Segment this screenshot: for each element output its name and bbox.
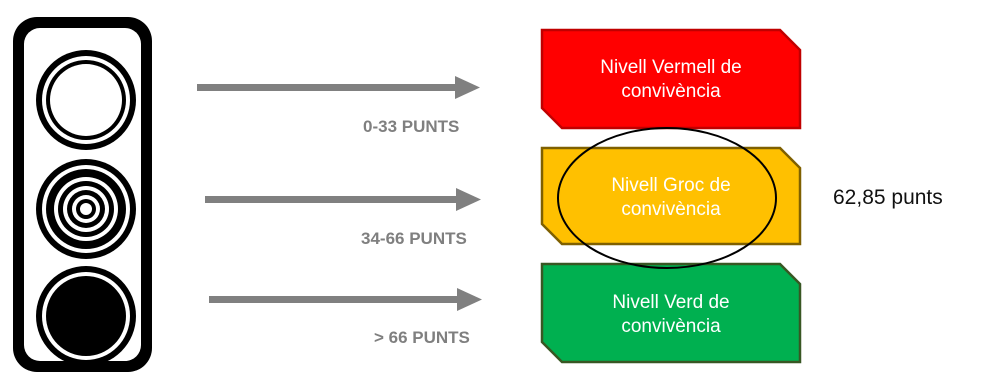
level-box-red xyxy=(540,28,802,130)
level-red-label: Nivell Vermell de convivència xyxy=(542,56,800,104)
score-value: 62,85 punts xyxy=(833,186,943,209)
level-box-green xyxy=(540,262,802,364)
range-label-green: > 66 PUNTS xyxy=(374,328,470,347)
level-yellow-line1: Nivell Groc de xyxy=(611,175,731,196)
filled-light-icon xyxy=(36,266,136,366)
level-box-yellow xyxy=(540,146,802,246)
level-red-line1: Nivell Vermell de xyxy=(600,57,742,78)
empty-light-icon xyxy=(36,50,136,150)
level-green-line1: Nivell Verd de xyxy=(612,292,730,313)
arrow-to-green-icon xyxy=(209,288,482,311)
level-red-line2: convivència xyxy=(621,81,721,102)
range-label-red: 0-33 PUNTS xyxy=(363,117,460,136)
level-yellow-label: Nivell Groc de convivència xyxy=(542,174,800,222)
arrow-to-yellow-icon xyxy=(205,188,481,211)
concentric-rings-light-icon xyxy=(36,159,136,259)
level-green-line2: convivència xyxy=(621,316,721,337)
highlight-ellipse xyxy=(557,127,777,269)
range-label-yellow: 34-66 PUNTS xyxy=(361,229,467,248)
level-yellow-line2: convivència xyxy=(621,199,721,220)
arrow-to-red-icon xyxy=(197,76,480,99)
level-green-label: Nivell Verd de convivència xyxy=(542,291,800,339)
